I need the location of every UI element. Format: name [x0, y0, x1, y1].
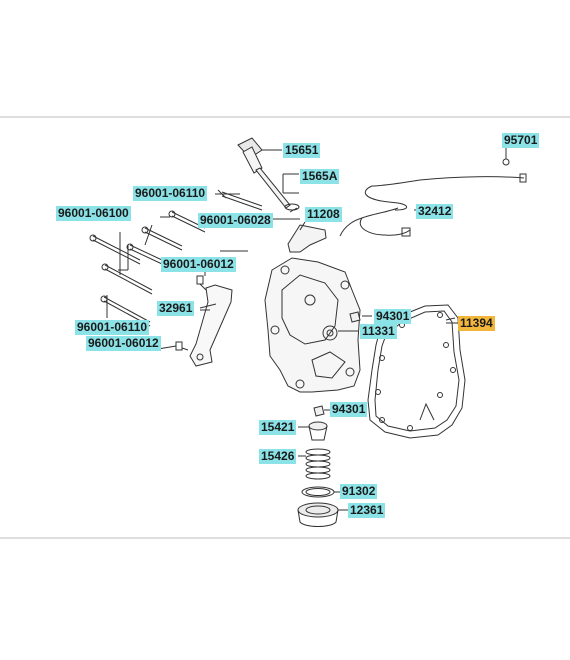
label-32961[interactable]: 32961 — [157, 301, 195, 316]
gasket-11394-icon — [367, 304, 466, 439]
bracket-11208-icon — [287, 221, 327, 253]
o-ring-91302-icon — [301, 486, 335, 498]
filter-cap-15421-icon — [308, 421, 328, 441]
label-1565A[interactable]: 1565A — [300, 169, 340, 184]
dowel-pin-top-icon — [349, 311, 361, 323]
drain-cap-12361-icon — [297, 502, 339, 527]
label-15426[interactable]: 15426 — [259, 449, 297, 464]
dipstick-icon — [237, 137, 291, 209]
label-96001-06110-top[interactable]: 96001-06110 — [133, 186, 208, 201]
label-12361[interactable]: 12361 — [348, 503, 386, 518]
label-95701[interactable]: 95701 — [502, 133, 540, 148]
label-94301-top[interactable]: 94301 — [374, 309, 412, 324]
dowel-pin-bottom-icon — [313, 405, 325, 417]
o-ring-1565a-icon — [282, 173, 300, 211]
label-94301-bottom[interactable]: 94301 — [330, 402, 368, 417]
spring-15426-icon — [305, 448, 331, 480]
label-15421[interactable]: 15421 — [259, 420, 297, 435]
cable-32412-icon — [339, 173, 527, 237]
label-96001-06012-b[interactable]: 96001-06012 — [86, 336, 161, 351]
label-15651[interactable]: 15651 — [283, 143, 321, 158]
label-11331[interactable]: 11331 — [360, 324, 397, 339]
label-11208[interactable]: 11208 — [305, 207, 342, 222]
label-96001-06028[interactable]: 96001-06028 — [198, 213, 273, 228]
label-32412[interactable]: 32412 — [416, 204, 454, 219]
clip-95701-icon — [502, 148, 510, 166]
bolts-left-icon — [89, 210, 206, 327]
label-96001-06100[interactable]: 96001-06100 — [56, 206, 131, 221]
leader-lines — [157, 207, 458, 511]
label-91302[interactable]: 91302 — [340, 484, 378, 499]
crankcase-cover-icon — [264, 257, 361, 393]
label-96001-06012-a[interactable]: 96001-06012 — [161, 257, 236, 272]
label-11394-selected[interactable]: 11394 — [458, 316, 495, 331]
label-96001-06110-bottom[interactable]: 96001-06110 — [75, 320, 150, 335]
bracket-32961-icon — [189, 284, 233, 367]
